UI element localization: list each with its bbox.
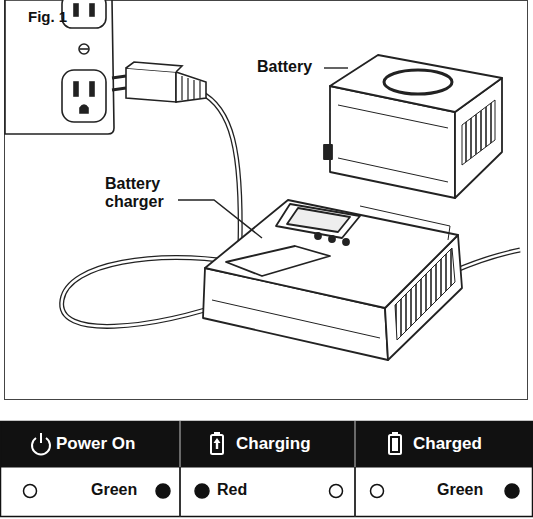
leader-line <box>178 68 348 238</box>
charged-icon <box>389 432 401 454</box>
battery-drawing <box>324 55 502 198</box>
power-plug <box>112 62 206 102</box>
charging-icon <box>211 432 223 454</box>
part-name: Battery charger <box>105 175 177 212</box>
figure-number: Fig. 1 <box>28 8 67 25</box>
table-cell: Red <box>217 481 247 499</box>
battery-charger-drawing <box>203 200 462 360</box>
table-header: Charging <box>236 434 311 454</box>
table-cell: Green <box>437 481 483 499</box>
table-header: Power On <box>56 434 135 454</box>
status-table <box>1 421 533 517</box>
figure-frame <box>5 1 528 400</box>
wall-outlet <box>5 0 114 134</box>
table-cell: Green <box>91 481 137 499</box>
part-name: Battery <box>257 58 312 76</box>
power-icon <box>32 433 50 454</box>
table-header: Charged <box>413 434 482 454</box>
